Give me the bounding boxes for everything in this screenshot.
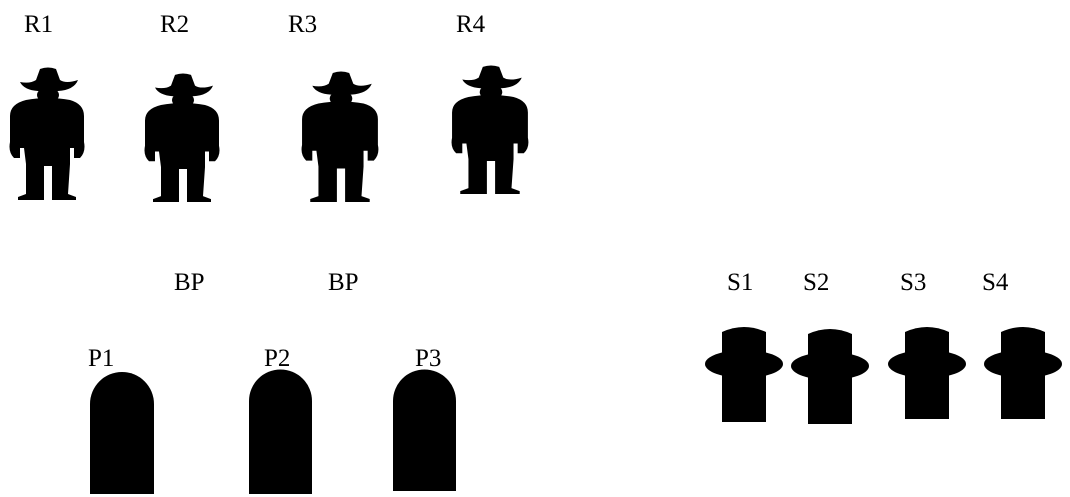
knockdown-target-icon bbox=[984, 327, 1062, 419]
label-s2: S2 bbox=[803, 269, 830, 296]
label-p2: P2 bbox=[264, 345, 291, 372]
knockdown-target-icon bbox=[791, 329, 869, 424]
label-r3: R3 bbox=[288, 11, 318, 38]
label-p1: P1 bbox=[88, 345, 115, 372]
tombstone-target-icon bbox=[90, 372, 154, 494]
label-p3: P3 bbox=[415, 345, 442, 372]
label-bp-2: BP bbox=[328, 269, 359, 296]
cowboy-silhouette-icon bbox=[144, 73, 220, 202]
knockdown-target-icon bbox=[888, 327, 966, 419]
label-r1: R1 bbox=[24, 11, 54, 38]
label-s1: S1 bbox=[727, 269, 754, 296]
label-bp-1: BP bbox=[174, 269, 205, 296]
cowboy-silhouette-icon bbox=[9, 67, 85, 200]
label-s3: S3 bbox=[900, 269, 927, 296]
label-r4: R4 bbox=[456, 11, 486, 38]
knockdown-target-icon bbox=[705, 327, 783, 422]
cowboy-silhouette-icon bbox=[451, 65, 529, 194]
cowboy-silhouette-icon bbox=[301, 71, 379, 202]
label-r2: R2 bbox=[160, 11, 190, 38]
label-s4: S4 bbox=[982, 269, 1009, 296]
tombstone-target-icon bbox=[249, 369, 312, 494]
tombstone-target-icon bbox=[393, 369, 456, 491]
